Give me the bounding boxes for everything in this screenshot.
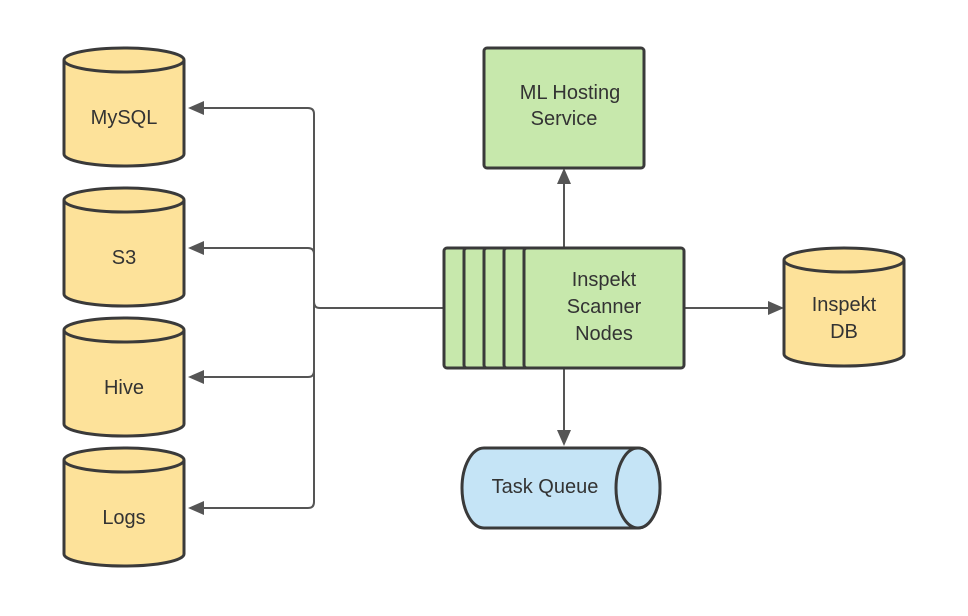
scanner-label-line-3: Nodes — [575, 323, 633, 345]
edge-scanner-to-s3 — [200, 247, 315, 255]
arrow-mysql — [188, 101, 204, 115]
hive-label: Hive — [104, 377, 144, 399]
edge-scanner-to-logs — [200, 501, 315, 509]
arrow-inspekt-db — [768, 301, 784, 315]
edge-scanner-to-mysql — [200, 107, 315, 115]
task-queue-label: Task Queue — [492, 476, 599, 498]
scanner-label-line-1: Inspekt — [572, 269, 637, 291]
task-queue: Task Queue — [460, 446, 662, 530]
ml-hosting-label-line-2: Service — [531, 108, 598, 130]
inspekt-db-label-line-1: Inspekt — [812, 294, 877, 316]
database-hive: Hive — [62, 316, 186, 438]
arrow-logs — [188, 501, 204, 515]
scanner-node-front — [522, 246, 686, 370]
task-queue-end-cap — [614, 446, 662, 530]
edge-scanner-to-bus — [313, 301, 444, 309]
scanner-nodes-stack: Inspekt Scanner Nodes — [442, 246, 686, 370]
scanner-label-line-2: Scanner — [567, 296, 642, 318]
edges — [188, 101, 784, 515]
database-logs: Logs — [62, 446, 186, 568]
arrow-s3 — [188, 241, 204, 255]
database-inspekt-db: Inspekt DB — [782, 246, 906, 368]
edge-scanner-to-hive — [200, 370, 315, 378]
mysql-label: MySQL — [91, 107, 158, 129]
arrow-ml-hosting — [557, 168, 571, 184]
arrow-hive — [188, 370, 204, 384]
s3-label: S3 — [112, 247, 136, 269]
logs-label: Logs — [102, 507, 145, 529]
inspekt-db-label-line-2: DB — [830, 321, 858, 343]
database-s3: S3 — [62, 186, 186, 308]
ml-hosting-service-box: ML Hosting Service — [482, 46, 646, 170]
arrow-task-queue — [557, 430, 571, 446]
database-mysql: MySQL — [62, 46, 186, 168]
ml-hosting-label-line-1: ML Hosting — [520, 82, 620, 104]
